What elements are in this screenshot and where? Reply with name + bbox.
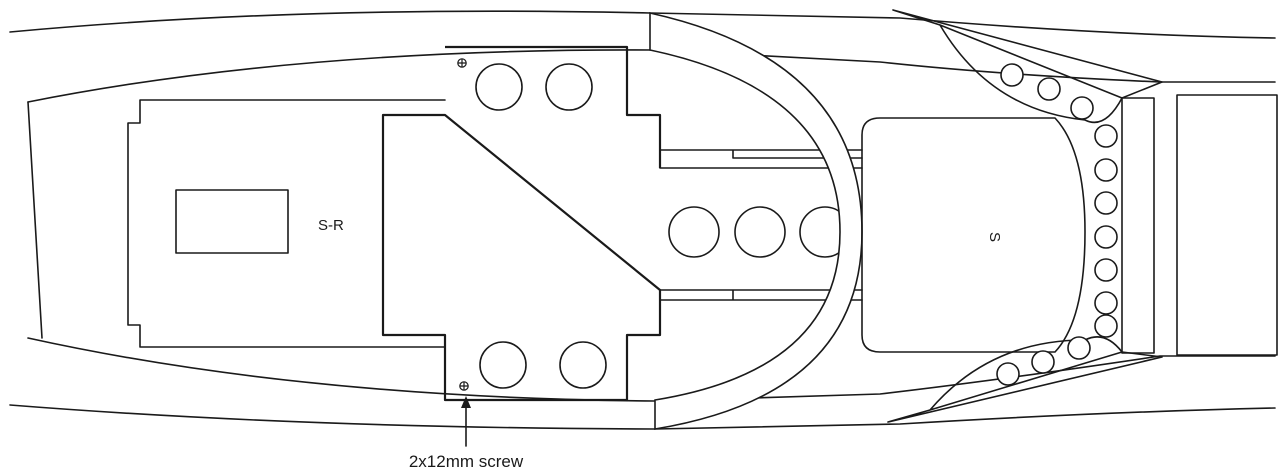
bracket-hole [545,63,593,111]
screw-icon [457,58,467,68]
label-sr: S-R [318,217,344,234]
strip-hole [1094,291,1118,315]
strip-hole [1094,191,1118,215]
fuselage-top-edge [9,10,1276,39]
arc-band-shape [649,12,863,430]
strip-hole [1094,258,1118,282]
s-plate-outline [861,117,1086,353]
nose-edge [27,101,43,339]
diagonal-strips [887,9,1163,423]
screw-icon [459,381,469,391]
strip-hole [996,362,1020,386]
section-s: S [861,94,1278,356]
strip-hole [1094,158,1118,182]
strip-hole [1094,225,1118,249]
sr-cutout [175,189,289,254]
strip-hole [1031,350,1055,374]
inner-hull-top [27,49,1276,103]
upper-strip [892,9,1163,124]
arc-band [649,12,863,430]
strip-hole [1037,77,1061,101]
s-vertical-bar [1121,97,1155,354]
center-bracket [381,45,662,402]
middle-hole [734,206,786,258]
bracket-hole [475,63,523,111]
bracket-outline [381,45,662,402]
bracket-hole [479,341,527,389]
strip-hole [1070,96,1094,120]
strip-holes [996,63,1118,386]
middle-holes [668,206,851,258]
bracket-hole [559,341,607,389]
strip-hole [1094,314,1118,338]
lower-strip [887,336,1163,423]
callout-arrowhead [461,396,471,408]
screw-callout: 2x12mm screw [409,396,524,471]
callout-label: 2x12mm screw [409,452,524,471]
section-sr: S-R [127,99,446,348]
strip-hole [1067,336,1091,360]
s-right-panel [1176,94,1278,356]
label-s: S [986,232,1003,242]
strip-hole [1000,63,1024,87]
sr-panel-outline [127,99,446,348]
fuselage-outline [9,10,1276,430]
strip-hole [1094,124,1118,148]
fuselage-bottom-edge [9,404,1276,430]
middle-hole [668,206,720,258]
